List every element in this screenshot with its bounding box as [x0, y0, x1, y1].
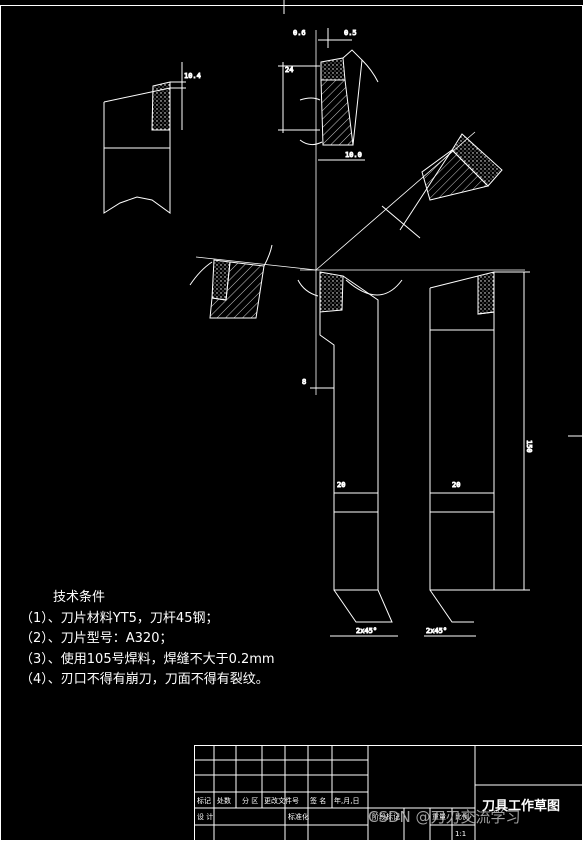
note-item-1: （1）、刀片材料YT5，刀杆45钢；	[20, 610, 219, 626]
tb-header-zone: 分 区	[242, 797, 259, 805]
main-tool-view: 20 8	[297, 271, 403, 591]
note-item-2: （2）、刀片型号：A320；	[20, 631, 173, 646]
dim-150: 150	[525, 440, 533, 453]
tb-header-sign: 签 名	[310, 797, 327, 805]
title-block	[194, 745, 583, 841]
tb-header-date: 年,月,日	[334, 797, 360, 805]
tb-header-count: 处数	[217, 797, 231, 805]
drawing-title: 刀具工作草图	[482, 799, 561, 814]
dim-0.6: 0.6	[293, 29, 306, 37]
dim-10.4: 10.4	[184, 72, 201, 80]
tb-design: 设 计	[197, 813, 214, 821]
holder-end-view	[103, 62, 186, 214]
note-item-4: （4）、刃口不得有崩刀，刀面不得有裂纹。	[20, 672, 269, 687]
angled-section-view	[381, 133, 503, 239]
watermark: CSDN @刀刃交流学习	[368, 808, 521, 826]
top-section-view: 0.6 0.5 10.0 24 10.4	[184, 28, 379, 161]
center-axis	[195, 30, 525, 395]
dim-8: 8	[302, 378, 306, 386]
tb-header-mark: 标记	[197, 797, 211, 805]
dim-24: 24	[285, 66, 293, 74]
tb-scale-label: 比例	[455, 813, 469, 821]
technical-notes: 技术条件 （1）、刀片材料YT5，刀杆45钢； （2）、刀片型号：A320； （…	[20, 588, 275, 691]
tb-stage-mark: 阶段标记	[372, 813, 400, 821]
dim-10: 10.0	[345, 151, 362, 159]
dim-20-right: 20	[452, 481, 460, 489]
dim-0.5: 0.5	[344, 29, 357, 37]
chamfer-leaders: 2x45° 2x45°	[330, 589, 476, 637]
note-item-3: （3）、使用105号焊料，焊缝不大于0.2mm	[20, 651, 275, 667]
side-tool-view: 20 150	[429, 271, 534, 591]
notes-title: 技术条件	[53, 590, 106, 605]
left-section-view	[189, 244, 273, 319]
dim-chamfer-left: 2x45°	[356, 627, 377, 635]
dim-chamfer-right: 2x45°	[426, 627, 447, 635]
tb-standardization: 标准化	[288, 813, 309, 821]
tb-weight: 重量	[432, 813, 446, 821]
tb-scale-value: 1:1	[455, 830, 467, 838]
dim-20-left: 20	[337, 481, 345, 489]
tb-header-change-doc: 更改文件号	[264, 797, 299, 805]
